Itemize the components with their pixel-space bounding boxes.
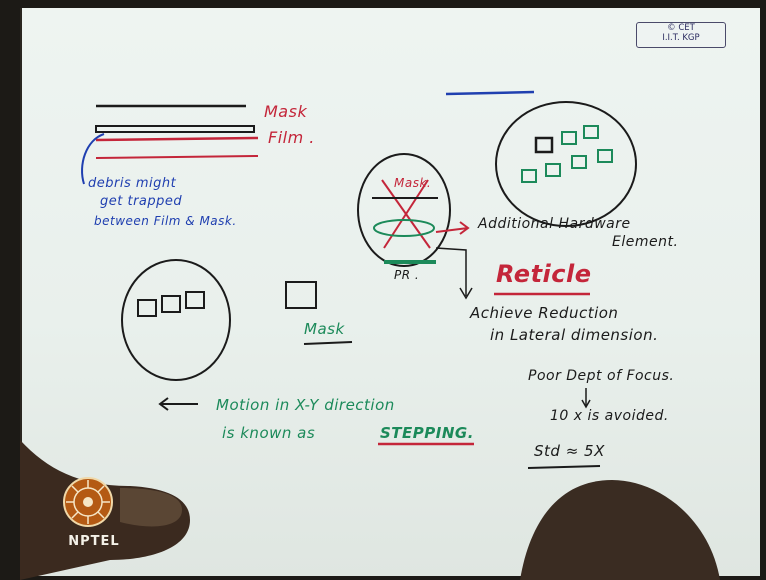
motion-line-2-prefix: is known as bbox=[222, 424, 316, 442]
std-label: Std ≈ 5X bbox=[534, 442, 605, 460]
debris-line-2: get trapped bbox=[100, 194, 183, 209]
arrow-head-additional bbox=[459, 221, 470, 235]
die-highlight bbox=[534, 136, 554, 154]
arrow-down-achieve bbox=[435, 247, 467, 296]
arrow-head-achieve bbox=[459, 287, 473, 300]
debris-line-3: between Film & Mask. bbox=[94, 214, 237, 228]
std-underline bbox=[527, 465, 601, 469]
debris-line-1: debris might bbox=[88, 176, 177, 191]
additional-line-1: Additional Hardware bbox=[478, 216, 631, 232]
nptel-text: NPTEL bbox=[68, 534, 120, 549]
achieve-line-1: Achieve Reduction bbox=[470, 304, 619, 322]
copyright-stamp: © CET I.I.T. KGP bbox=[636, 22, 726, 48]
film-red-line bbox=[95, 136, 259, 142]
top-center-line bbox=[445, 90, 535, 96]
x-line-2 bbox=[383, 179, 429, 249]
motion-arrow-head bbox=[158, 397, 169, 411]
reticle-label: Reticle bbox=[496, 260, 592, 288]
arrow-to-additional bbox=[435, 227, 469, 233]
wafer-circle-top bbox=[495, 101, 637, 227]
right-hand bbox=[520, 480, 720, 580]
wafer-circle-bottom bbox=[121, 259, 231, 381]
nptel-emblem bbox=[63, 477, 113, 527]
copyright-line-1: © CET bbox=[667, 23, 695, 33]
additional-line-2: Element. bbox=[612, 234, 679, 250]
ten-x: 10 x is avoided. bbox=[550, 408, 669, 424]
pr-label: PR . bbox=[394, 268, 420, 282]
achieve-line-2: in Lateral dimension. bbox=[490, 326, 659, 344]
projection-circle bbox=[357, 153, 451, 267]
mask-underline bbox=[303, 341, 353, 345]
stepping-word: STEPPING. bbox=[380, 424, 474, 442]
film-label: Film . bbox=[268, 128, 315, 147]
debris-pointer bbox=[81, 133, 105, 185]
copyright-line-2: I.I.T. KGP bbox=[662, 33, 700, 43]
whiteboard-paper bbox=[20, 8, 760, 576]
nptel-logo: NPTEL bbox=[46, 472, 142, 572]
mask-square bbox=[285, 281, 317, 309]
lens-ellipse bbox=[373, 219, 435, 237]
mask-label: Mask bbox=[264, 102, 308, 121]
lower-line bbox=[95, 155, 259, 159]
film-strip bbox=[95, 125, 255, 133]
mask-small-label: Mask bbox=[304, 320, 345, 338]
left-fingertip bbox=[120, 488, 182, 527]
poor-dof: Poor Dept of Focus. bbox=[528, 368, 675, 384]
motion-line-1: Motion in X-Y direction bbox=[216, 396, 395, 414]
mask-in-circle: Mask. bbox=[394, 176, 432, 190]
